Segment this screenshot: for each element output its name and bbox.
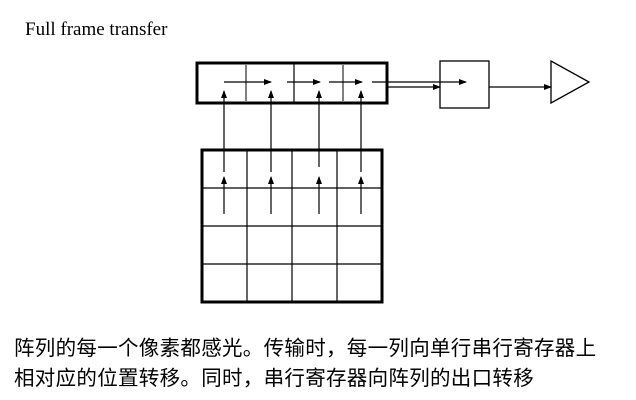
diagram-title: Full frame transfer [25,19,168,40]
caption-line-1: 阵列的每一个像素都感光。传输时，每一列向单行串行寄存器上 [14,336,597,360]
pixel-shift-arrows [221,176,364,214]
output-node-box [439,60,490,109]
column-transfer-arrows [221,90,364,172]
caption: 阵列的每一个像素都感光。传输时，每一列向单行串行寄存器上 相对应的位置转移。同时… [14,333,636,393]
caption-line-2: 相对应的位置转移。同时，串行寄存器向阵列的出口转移 [14,366,534,390]
amplifier-triangle-icon [550,59,591,105]
serial-register [195,61,389,105]
ccd-diagram [195,59,591,304]
register-shift-arrows [224,79,467,90]
pixel-array [200,148,384,304]
